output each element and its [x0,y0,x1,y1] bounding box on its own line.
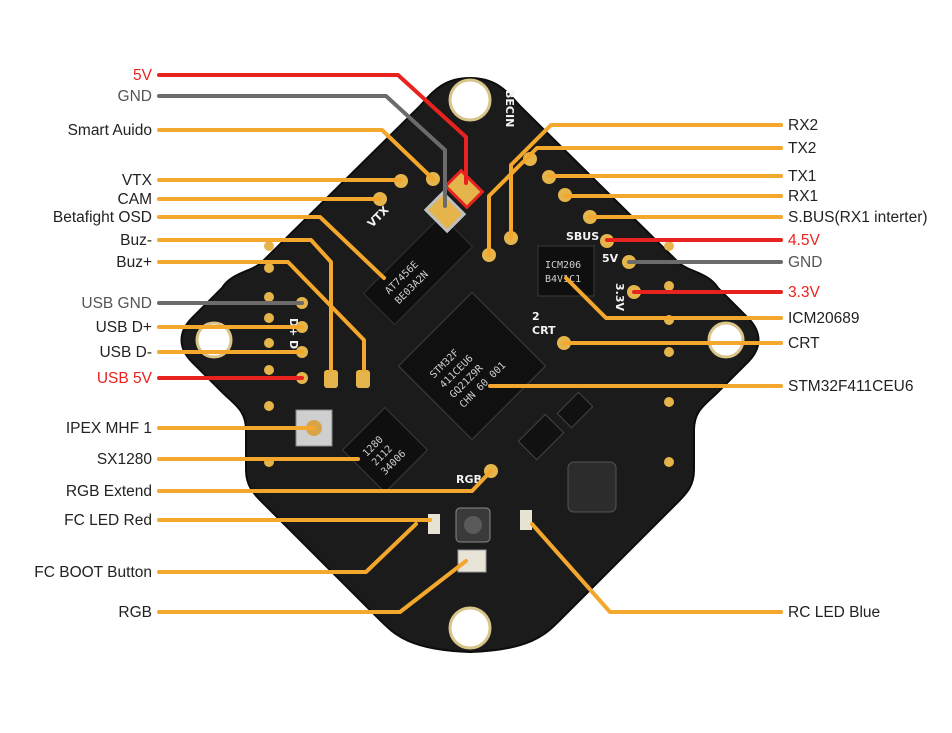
pad-5v-top [443,168,485,210]
silk-2: 2 [532,310,540,323]
silk-sbus: SBUS [566,230,599,243]
regulator-2 [556,391,594,429]
led-red [428,514,440,534]
regulator-1 [517,413,565,461]
label-gnd: GND [118,88,152,105]
label-usb-dm: USB D- [99,344,152,361]
label-fc-led-red: FC LED Red [64,512,152,529]
mcu-chip: STM32F 411CEU6 GQ21Z9R CHN 60 001 [397,291,547,441]
pad-gnd-top [423,190,467,234]
leader-osd [157,215,386,280]
label-crt: CRT [788,335,820,352]
label-sx1280: SX1280 [97,451,153,468]
right-labels: RX2 TX2 TX1 RX1 S.BUS(RX1 interter) 4.5V… [788,117,928,621]
label-smart-audio: Smart Auido [68,122,152,139]
label-rgb: RGB [118,604,152,621]
label-3v3: 3.3V [788,284,821,301]
label-usb-gnd: USB GND [81,295,152,312]
label-rgb-extend: RGB Extend [66,483,152,500]
flight-controller-board: BECIN VTX SBUS 5V 3.3V CRT RGB D+ D- 2 A… [180,76,760,654]
sx1280-chip: 1280 2112 34006 [341,406,429,494]
label-rx2: RX2 [788,117,818,134]
label-buz-plus: Buz+ [116,254,152,271]
label-usb-dp: USB D+ [96,319,152,336]
silk-33v: 3.3V [613,283,626,311]
label-buz-minus: Buz- [120,232,152,249]
leader-buz-plus [157,260,366,372]
leader-smart-audio [157,128,435,181]
leader-rgb [157,559,468,614]
leader-rgb-extend [157,469,493,493]
leader-rc-led-blue [530,522,783,614]
silk-brand: BECIN [503,90,516,127]
rgb-connector [457,549,487,573]
imu-chip-line2: B4V1C1 [545,274,581,285]
mount-hole-bottom [448,606,492,650]
silk-rgb: RGB [456,473,482,486]
label-osd: Betafight OSD [53,209,152,226]
imu-chip-line1: ICM206 [545,260,581,271]
label-ipex: IPEX MHF 1 [66,420,152,437]
leader-buz-minus [157,238,333,372]
label-5v: 5V [133,67,153,84]
label-icm20689: ICM20689 [788,310,860,327]
silk-5v: 5V [602,252,619,265]
mount-hole-top [448,78,492,122]
label-rx1: RX1 [788,188,818,205]
boot-button-cap[interactable] [464,516,482,534]
leader-5v [157,73,468,185]
leader-gnd [157,94,447,208]
label-tx2: TX2 [788,140,816,157]
label-usb-5v: USB 5V [97,370,153,387]
label-4v5: 4.5V [788,232,821,249]
inductor [567,461,617,513]
leader-icm [564,276,783,320]
label-gnd-right: GND [788,254,822,271]
led-blue [520,510,532,530]
mount-hole-right [707,321,745,359]
label-tx1: TX1 [788,168,816,185]
label-sbus: S.BUS(RX1 interter) [788,209,928,226]
leader-rx2 [509,123,783,240]
label-vtx: VTX [122,172,153,189]
left-labels: 5V GND Smart Auido VTX CAM Betafight OSD… [34,67,152,621]
label-stm32: STM32F411CEU6 [788,378,913,395]
leader-lines [157,73,783,614]
mount-hole-left [195,321,233,359]
label-fc-boot: FC BOOT Button [34,564,152,581]
label-cam: CAM [118,191,152,208]
label-rc-led-blue: RC LED Blue [788,604,880,621]
imu-chip: ICM206 B4V1C1 [537,245,595,297]
leader-tx2 [487,146,783,257]
silk-crt: CRT [532,324,556,337]
leader-fc-boot [157,522,418,574]
